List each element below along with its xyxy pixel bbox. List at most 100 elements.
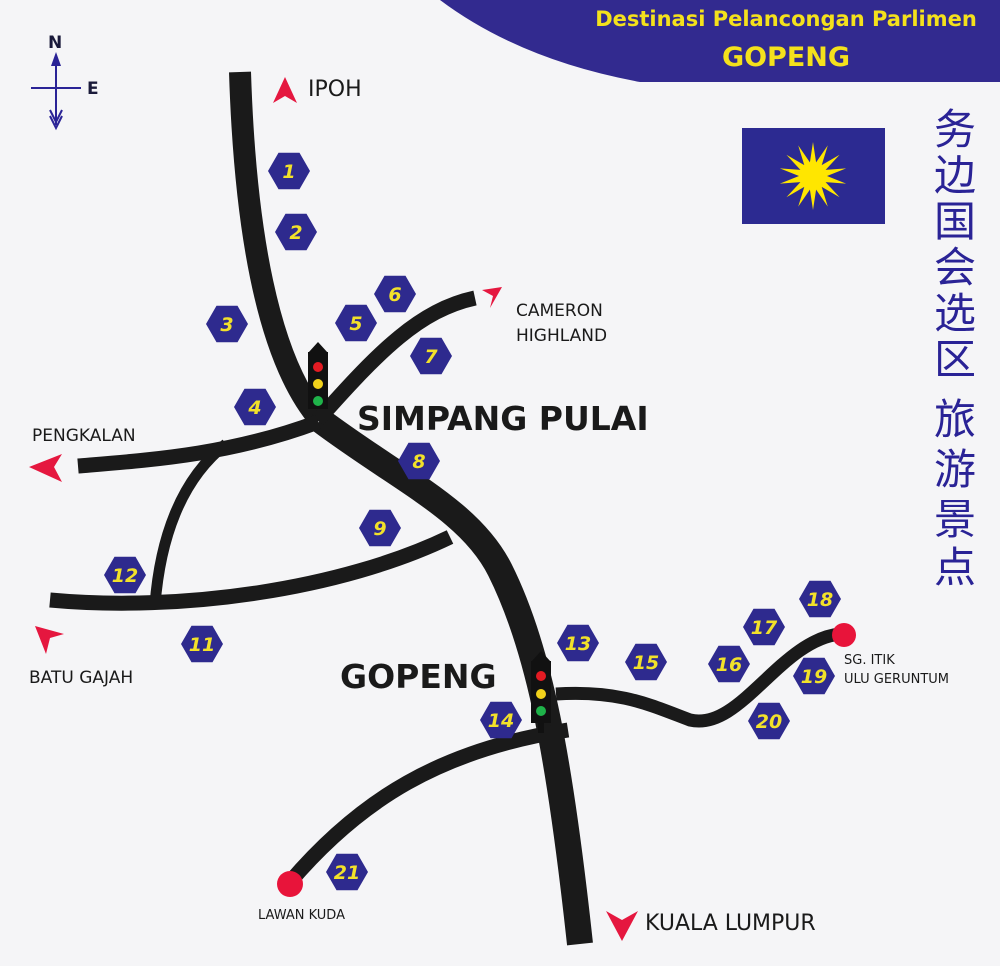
marker-hex[interactable]: 6 bbox=[374, 275, 416, 313]
marker-number: 16 bbox=[716, 654, 742, 676]
road-pengkalan bbox=[77, 414, 321, 474]
marker-number: 11 bbox=[189, 634, 215, 656]
marker-number: 9 bbox=[373, 518, 386, 540]
marker-number: 2 bbox=[289, 222, 302, 244]
label-batu-gajah: BATU GAJAH bbox=[29, 668, 133, 688]
marker-number: 17 bbox=[751, 617, 778, 639]
marker-hex-shape bbox=[268, 152, 310, 190]
arrow-kuala-lumpur-icon bbox=[606, 911, 638, 941]
marker-hex[interactable]: 21 bbox=[326, 853, 368, 891]
marker-hex-shape bbox=[181, 625, 223, 663]
marker-hex-shape bbox=[206, 305, 248, 343]
marker-number: 14 bbox=[488, 710, 514, 732]
header-title-line1: Destinasi Pelancongan Parlimen bbox=[595, 7, 977, 31]
side-title-char: 区 bbox=[934, 335, 976, 384]
destination-markers: 1 2 3 4 5 6 7 8 9 11 12 13 14 15 16 17 1… bbox=[104, 152, 841, 891]
marker-hex-shape bbox=[398, 442, 440, 480]
side-title-char: 点 bbox=[934, 543, 976, 592]
side-title-char: 旅 bbox=[934, 395, 976, 444]
marker-hex-shape bbox=[743, 608, 785, 646]
marker-hex-shape bbox=[480, 701, 522, 739]
header-title-line2: GOPENG bbox=[722, 42, 850, 73]
side-title-char: 边 bbox=[934, 151, 976, 200]
endpoint-sg-itik bbox=[832, 623, 856, 647]
marker-number: 1 bbox=[282, 161, 295, 183]
marker-hex[interactable]: 16 bbox=[708, 645, 750, 683]
side-title-char: 务 bbox=[934, 105, 976, 154]
marker-hex-shape bbox=[326, 853, 368, 891]
marker-hex[interactable]: 13 bbox=[557, 624, 599, 662]
marker-hex[interactable]: 20 bbox=[748, 702, 790, 740]
arrow-cameron-icon bbox=[482, 287, 502, 308]
marker-hex-shape bbox=[275, 213, 317, 251]
road-lawan-kuda bbox=[284, 722, 570, 887]
arrow-ipoh-icon bbox=[273, 77, 297, 103]
marker-number: 12 bbox=[112, 565, 138, 587]
marker-hex[interactable]: 4 bbox=[234, 388, 276, 426]
road-main-north bbox=[229, 71, 329, 428]
label-kuala-lumpur: KUALA LUMPUR bbox=[645, 911, 816, 936]
marker-hex-shape bbox=[410, 337, 452, 375]
road-main-south bbox=[312, 409, 593, 946]
marker-hex-shape bbox=[374, 275, 416, 313]
marker-hex[interactable]: 14 bbox=[480, 701, 522, 739]
marker-number: 20 bbox=[756, 711, 782, 733]
road-sg-itik bbox=[555, 627, 842, 728]
label-sg-itik-line1: SG. ITIK bbox=[844, 653, 895, 668]
road-batu-gajah bbox=[49, 530, 454, 611]
marker-hex-shape bbox=[335, 304, 377, 342]
marker-hex[interactable]: 7 bbox=[410, 337, 452, 375]
side-title-char: 会 bbox=[934, 243, 976, 292]
label-cameron-line2: HIGHLAND bbox=[516, 326, 607, 346]
road-cameron bbox=[312, 290, 477, 425]
header-banner bbox=[440, 0, 1000, 82]
marker-hex-shape bbox=[625, 643, 667, 681]
marker-number: 5 bbox=[349, 313, 362, 335]
marker-number: 4 bbox=[247, 397, 261, 419]
marker-hex-shape bbox=[104, 556, 146, 594]
marker-hex-shape bbox=[557, 624, 599, 662]
endpoint-lawan-kuda bbox=[277, 871, 303, 897]
marker-hex[interactable]: 19 bbox=[793, 657, 835, 695]
marker-hex-shape bbox=[793, 657, 835, 695]
marker-hex-shape bbox=[748, 702, 790, 740]
compass-north-arrow bbox=[51, 52, 61, 66]
marker-hex[interactable]: 2 bbox=[275, 213, 317, 251]
traffic-light-simpang-pulai-icon bbox=[308, 342, 328, 409]
town-simpang-pulai: SIMPANG PULAI bbox=[357, 399, 649, 438]
marker-hex-shape bbox=[708, 645, 750, 683]
label-lawan-kuda: LAWAN KUDA bbox=[258, 908, 345, 923]
marker-hex[interactable]: 15 bbox=[625, 643, 667, 681]
marker-number: 19 bbox=[801, 666, 827, 688]
marker-number: 8 bbox=[412, 451, 425, 473]
marker-hex[interactable]: 18 bbox=[799, 580, 841, 618]
marker-hex[interactable]: 12 bbox=[104, 556, 146, 594]
road-connector-west bbox=[149, 439, 230, 606]
marker-hex[interactable]: 9 bbox=[359, 509, 401, 547]
marker-hex[interactable]: 1 bbox=[268, 152, 310, 190]
label-pengkalan: PENGKALAN bbox=[32, 426, 136, 446]
marker-number: 7 bbox=[424, 346, 438, 368]
marker-hex[interactable]: 11 bbox=[181, 625, 223, 663]
marker-hex[interactable]: 5 bbox=[335, 304, 377, 342]
compass-icon bbox=[31, 52, 81, 131]
compass-tail bbox=[49, 109, 63, 131]
marker-hex[interactable]: 3 bbox=[206, 305, 248, 343]
side-title-char: 景 bbox=[934, 495, 976, 544]
label-cameron-line1: CAMERON bbox=[516, 301, 603, 321]
marker-number: 6 bbox=[388, 284, 401, 306]
marker-hex[interactable]: 17 bbox=[743, 608, 785, 646]
side-title-vertical: 务 边 国 会 选 区 旅 游 景 点 bbox=[934, 105, 976, 592]
town-gopeng: GOPENG bbox=[340, 657, 497, 696]
marker-number: 13 bbox=[565, 633, 591, 655]
marker-hex-shape bbox=[799, 580, 841, 618]
marker-hex[interactable]: 8 bbox=[398, 442, 440, 480]
traffic-light-gopeng-icon bbox=[531, 651, 551, 733]
marker-number: 21 bbox=[334, 862, 360, 884]
marker-hex-shape bbox=[359, 509, 401, 547]
marker-number: 3 bbox=[220, 314, 233, 336]
road-network bbox=[49, 71, 842, 946]
arrow-pengkalan-icon bbox=[29, 454, 62, 482]
flag-star-icon bbox=[779, 142, 847, 210]
side-title-char: 游 bbox=[934, 445, 976, 494]
